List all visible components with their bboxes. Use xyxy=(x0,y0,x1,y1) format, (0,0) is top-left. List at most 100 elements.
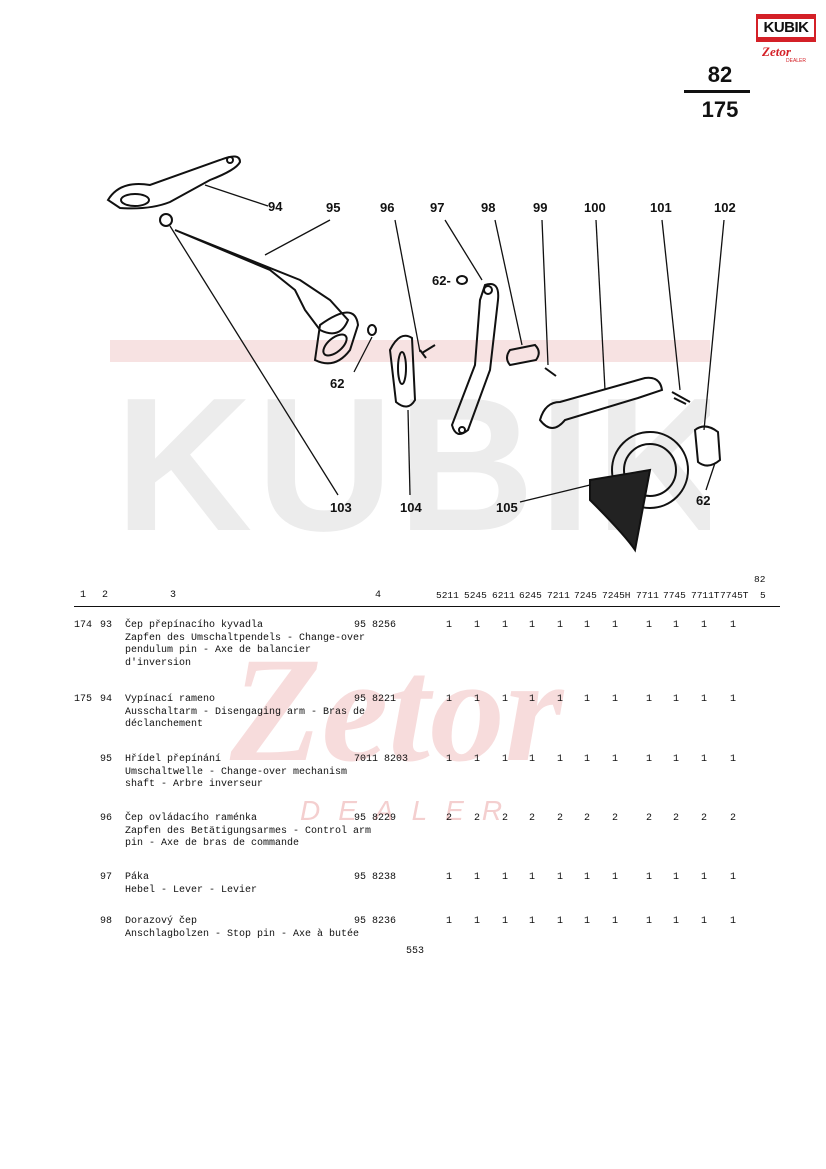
row-quantity-7245: 2 xyxy=(583,813,590,824)
row-item-number: 95 xyxy=(99,754,112,765)
part-94-arm xyxy=(106,155,242,210)
description-line: Dorazový čep xyxy=(125,916,198,927)
row-quantity-5211: 1 xyxy=(445,754,452,765)
model-header-5245: 5245 xyxy=(464,590,487,601)
row-quantity-7711: 1 xyxy=(645,754,652,765)
parts-drawing: 94 95 96 97 98 99 100 101 102 62- 62 62 … xyxy=(106,155,736,553)
row-quantity-6245: 2 xyxy=(528,813,535,824)
header-col2: 2 xyxy=(102,590,109,601)
row-quantity-6211: 1 xyxy=(501,754,508,765)
description-line: shaft - Arbre inverseur xyxy=(125,779,264,790)
row-quantity-5211: 1 xyxy=(445,872,452,883)
part-95-shaft xyxy=(174,229,350,335)
row-quantity-7711t: 1 xyxy=(700,872,707,883)
row-quantity-7745: 1 xyxy=(672,872,679,883)
row-quantity-7245h: 2 xyxy=(611,813,618,824)
row-quantity-7745t: 1 xyxy=(729,916,736,927)
description-line: déclanchement xyxy=(125,719,204,730)
row-quantity-7745: 2 xyxy=(672,813,679,824)
row-quantity-7245: 1 xyxy=(583,872,590,883)
logo-sub: Zetor xyxy=(762,44,791,59)
row-item-number: 97 xyxy=(99,872,112,883)
callout-100: 100 xyxy=(584,200,606,215)
row-part-number: 95 8221 xyxy=(354,694,397,705)
row-quantity-6245: 1 xyxy=(528,872,535,883)
row-quantity-5245: 1 xyxy=(473,872,480,883)
row-quantity-7711: 1 xyxy=(645,916,652,927)
callout-104: 104 xyxy=(400,500,422,515)
description-line: Zapfen des Betätigungsarmes - Control ar… xyxy=(125,825,372,837)
description-line: pendulum pin - Axe de balancier xyxy=(125,645,312,656)
row-quantity-7211: 1 xyxy=(556,694,563,705)
row-item-number: 98 xyxy=(99,916,112,927)
description-line: Vypínací rameno xyxy=(125,694,216,705)
callout-102: 102 xyxy=(714,200,736,215)
page-ref-top: 82 xyxy=(707,62,733,87)
callout-94: 94 xyxy=(268,199,283,214)
row-quantity-6211: 1 xyxy=(501,620,508,631)
row-quantity-7711: 2 xyxy=(645,813,652,824)
row-quantity-7745t: 1 xyxy=(729,694,736,705)
row-quantity-5245: 1 xyxy=(473,694,480,705)
header-col5-top: 82 xyxy=(754,574,766,585)
row-quantity-5245: 2 xyxy=(473,813,480,824)
row-quantity-7245: 1 xyxy=(583,916,590,927)
row-quantity-7745: 1 xyxy=(672,754,679,765)
callout-62a: 62- xyxy=(432,273,451,288)
description-line: Čep ovládacího raménka xyxy=(125,813,258,824)
row-quantity-7745: 1 xyxy=(672,916,679,927)
row-quantity-5211: 1 xyxy=(445,620,452,631)
row-quantity-7245h: 1 xyxy=(611,694,618,705)
model-header-7745t: 7745T xyxy=(720,590,749,601)
row-quantity-7211: 2 xyxy=(556,813,563,824)
row-item-number: 93 xyxy=(99,620,112,631)
page-reference: 82 175 xyxy=(684,62,750,123)
page-ref-divider xyxy=(684,90,750,93)
description-line: Hřídel přepínání xyxy=(125,754,222,765)
row-quantity-7211: 1 xyxy=(556,754,563,765)
model-header-7211: 7211 xyxy=(547,590,570,601)
part-97-lever xyxy=(450,283,500,435)
row-quantity-6211: 1 xyxy=(501,916,508,927)
page-ref-bottom: 175 xyxy=(701,97,739,122)
row-quantity-7711: 1 xyxy=(645,872,652,883)
description-line: d'inversion xyxy=(125,657,192,669)
part-98-stop-pin xyxy=(506,343,540,367)
part-102-clip xyxy=(693,425,722,467)
row-part-number: 95 8236 xyxy=(354,916,397,927)
row-item-number: 94 xyxy=(99,694,112,705)
model-header-7745: 7745 xyxy=(663,590,686,601)
row-quantity-7745t: 1 xyxy=(729,872,736,883)
row-quantity-7711t: 2 xyxy=(700,813,707,824)
row-quantity-7245: 1 xyxy=(583,694,590,705)
row-quantity-5211: 2 xyxy=(445,813,452,824)
row-quantity-7245h: 1 xyxy=(611,872,618,883)
row-quantity-6245: 1 xyxy=(528,754,535,765)
callout-62b: 62 xyxy=(330,376,344,391)
row-quantity-7211: 1 xyxy=(556,620,563,631)
row-quantity-5245: 1 xyxy=(473,754,480,765)
row-quantity-7211: 1 xyxy=(556,916,563,927)
part-100-control-arm xyxy=(538,376,664,429)
row-quantity-7245h: 1 xyxy=(611,620,618,631)
row-quantity-7711: 1 xyxy=(645,694,652,705)
row-quantity-7711t: 1 xyxy=(700,620,707,631)
callout-103: 103 xyxy=(330,500,352,515)
row-quantity-7245: 1 xyxy=(583,620,590,631)
row-quantity-7711t: 1 xyxy=(700,694,707,705)
model-header-7711: 7711 xyxy=(636,590,659,601)
row-quantity-7745t: 1 xyxy=(729,620,736,631)
callout-98: 98 xyxy=(481,200,495,215)
description-line: Umschaltwelle - Change-over mechanism xyxy=(125,766,348,778)
row-quantity-6211: 2 xyxy=(501,813,508,824)
logo-word: KUBIK xyxy=(758,19,814,37)
part-105-collar xyxy=(611,431,689,509)
row-quantity-6211: 1 xyxy=(501,694,508,705)
